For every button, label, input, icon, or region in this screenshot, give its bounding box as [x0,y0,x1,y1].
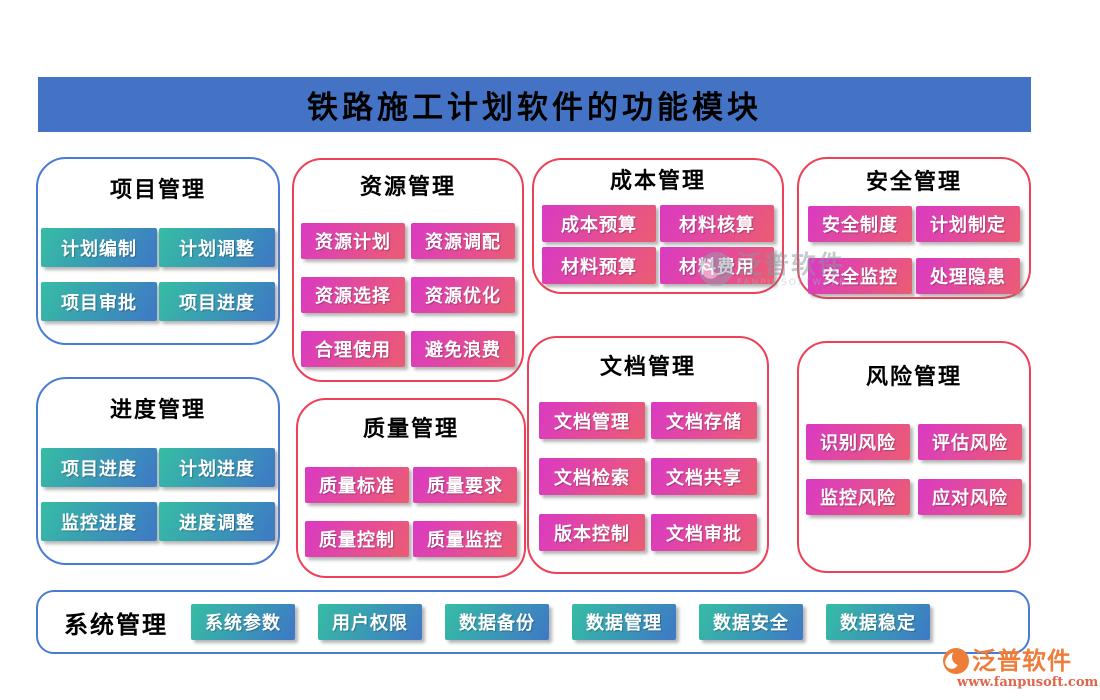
feature-button: 资源计划 [301,223,405,259]
module-resource: 资源管理 资源计划 资源调配 资源选择 资源优化 合理使用 避免浪费 [292,158,524,382]
feature-button: 成本预算 [542,205,656,242]
feature-button: 材料预算 [542,247,656,284]
feature-grid: 安全制度 计划制定 安全监控 处理隐患 [799,206,1029,294]
feature-button: 资源调配 [411,223,515,259]
feature-button: 资源优化 [411,277,515,313]
feature-button: 安全监控 [808,258,912,294]
module-risk: 风险管理 识别风险 评估风险 监控风险 应对风险 [797,341,1031,573]
module-document: 文档管理 文档管理 文档存储 文档检索 文档共享 版本控制 文档审批 [527,336,769,574]
module-project: 项目管理 计划编制 计划调整 项目审批 项目进度 [36,157,280,345]
feature-button: 项目进度 [159,282,275,321]
title-banner: 铁路施工计划软件的功能模块 [38,77,1031,132]
feature-grid: 文档管理 文档存储 文档检索 文档共享 版本控制 文档审批 [529,402,767,551]
feature-button: 避免浪费 [411,331,515,367]
feature-button: 计划编制 [41,228,157,267]
module-risk-title: 风险管理 [865,364,962,390]
module-progress: 进度管理 项目进度 计划进度 监控进度 进度调整 [36,377,280,565]
feature-button: 计划进度 [159,448,275,487]
feature-button: 监控风险 [806,479,910,515]
feature-grid: 资源计划 资源调配 资源选择 资源优化 合理使用 避免浪费 [294,223,522,367]
feature-button: 数据备份 [445,604,549,640]
feature-button: 处理隐患 [916,258,1020,294]
feature-button: 进度调整 [159,502,275,541]
fanpu-brand-name: 泛普软件 [972,646,1072,675]
feature-button: 材料核算 [660,205,774,242]
page-title: 铁路施工计划软件的功能模块 [307,90,762,126]
feature-button: 应对风险 [918,479,1022,515]
module-quality: 质量管理 质量标准 质量要求 质量控制 质量监控 [296,398,526,578]
fanpu-brand-url: www.fanpusoft.com [957,675,1099,690]
module-progress-title: 进度管理 [109,397,206,423]
feature-grid: 计划编制 计划调整 项目审批 项目进度 [38,228,278,321]
feature-button: 识别风险 [806,424,910,460]
feature-button: 资源选择 [301,277,405,313]
feature-button: 监控进度 [41,502,157,541]
system-bar: 系统管理 系统参数 用户权限 数据备份 数据管理 数据安全 数据稳定 [36,590,1030,654]
feature-button: 系统参数 [191,604,295,640]
fanpu-logo-icon [943,648,969,674]
feature-grid: 成本预算 材料核算 材料预算 材料费用 [534,205,782,284]
feature-button: 项目审批 [41,282,157,321]
feature-button: 文档检索 [539,458,645,495]
fanpu-brand: 泛普软件 www.fanpusoft.com [943,648,1098,690]
feature-button: 计划调整 [159,228,275,267]
feature-button: 版本控制 [539,514,645,551]
module-cost: 成本管理 成本预算 材料核算 材料预算 材料费用 [532,158,784,294]
module-project-title: 项目管理 [109,177,206,203]
fanpu-brand-row: 泛普软件 [943,648,1098,674]
feature-button: 数据稳定 [826,604,930,640]
system-bar-title: 系统管理 [64,609,168,639]
feature-button: 文档存储 [651,402,757,439]
feature-button: 文档管理 [539,402,645,439]
module-cost-title: 成本管理 [609,168,706,194]
module-safety-title: 安全管理 [865,169,962,195]
feature-button: 用户权限 [318,604,422,640]
feature-button: 质量监控 [413,521,517,557]
feature-button: 文档共享 [651,458,757,495]
feature-button: 数据安全 [699,604,803,640]
module-safety: 安全管理 安全制度 计划制定 安全监控 处理隐患 [797,157,1031,299]
feature-button: 合理使用 [301,331,405,367]
feature-button: 质量标准 [305,467,409,503]
feature-grid: 识别风险 评估风险 监控风险 应对风险 [799,424,1029,515]
feature-button: 评估风险 [918,424,1022,460]
feature-button: 安全制度 [808,206,912,242]
module-resource-title: 资源管理 [359,174,456,200]
module-document-title: 文档管理 [599,354,696,380]
feature-grid: 质量标准 质量要求 质量控制 质量监控 [298,467,524,557]
module-quality-title: 质量管理 [362,416,459,442]
feature-button: 计划制定 [916,206,1020,242]
feature-button: 文档审批 [651,514,757,551]
feature-button: 数据管理 [572,604,676,640]
feature-button: 材料费用 [660,247,774,284]
feature-grid: 项目进度 计划进度 监控进度 进度调整 [38,448,278,541]
feature-button: 质量控制 [305,521,409,557]
feature-button: 项目进度 [41,448,157,487]
feature-button: 质量要求 [413,467,517,503]
